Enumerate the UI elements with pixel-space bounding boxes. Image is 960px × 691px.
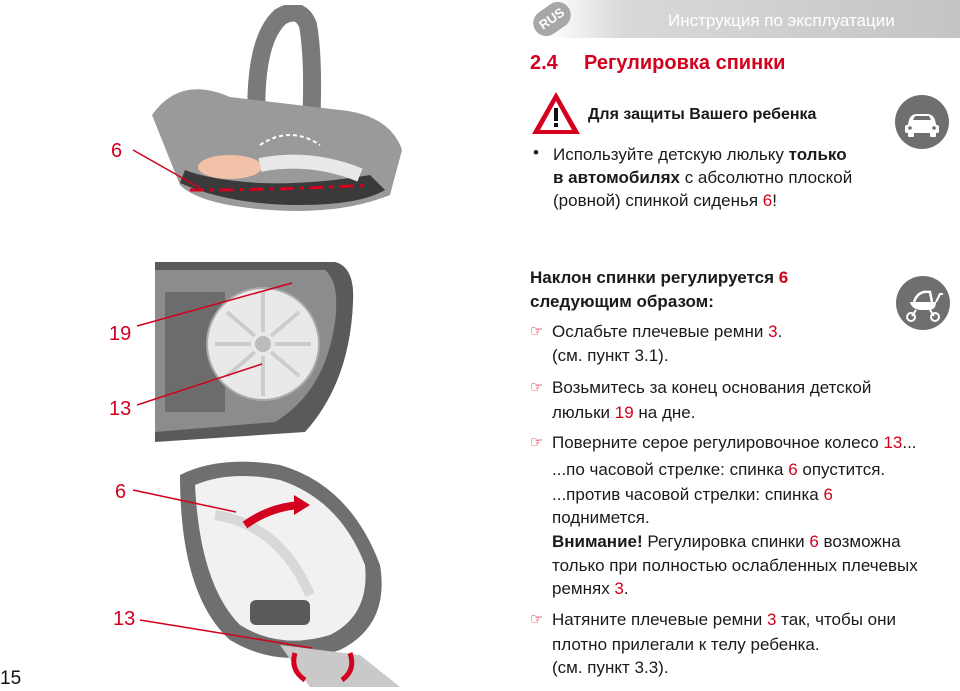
callout-6-lower: 6: [115, 481, 127, 503]
step1-line-1: Ослабьте плечевые ремни 3.: [552, 322, 783, 341]
warning-line-1: Используйте детскую люльку только: [553, 145, 847, 164]
step3-line-1: Поверните серое регулировочное колесо 13…: [552, 433, 917, 452]
step4-line-3: (см. пункт 3.3).: [552, 658, 669, 677]
warning-line-3: (ровной) спинкой сиденья 6!: [553, 191, 777, 210]
warning-title: Для защиты Вашего ребенка: [588, 106, 817, 123]
pointing-hand-icon: ☞: [530, 379, 544, 396]
callout-6-top: 6: [111, 140, 123, 162]
step3-line-4: поднимется.: [552, 508, 650, 527]
callout-leader-lines: [132, 149, 313, 649]
car-icon: [895, 95, 949, 149]
pram-icon: [896, 276, 950, 330]
note-line-2: только при полностью ослабленных плечевы…: [552, 556, 918, 575]
page-number: 15: [0, 668, 22, 689]
step3-line-3: ...против часовой стрелки: спинка 6: [552, 485, 833, 504]
step4-line-1: Натяните плечевые ремни 3 так, чтобы они: [552, 610, 897, 629]
step3-line-2: ...по часовой стрелке: спинка 6 опуститс…: [552, 460, 886, 479]
intro-line-1: Наклон спинки регулируется 6: [530, 268, 789, 287]
intro-line-2: следующим образом:: [530, 292, 714, 311]
callout-13-lower: 13: [113, 608, 136, 630]
pointing-hand-icon: ☞: [530, 434, 544, 451]
section-number: 2.4: [530, 52, 558, 74]
step2-line-1: Возьмитесь за конец основания детской: [552, 378, 872, 397]
callout-13-upper: 13: [109, 398, 132, 420]
bullet-dot-icon: •: [533, 143, 539, 162]
step4-line-2: плотно прилегали к телу ребенка.: [552, 635, 820, 654]
warning-line-2: в автомобилях с абсолютно плоской: [553, 168, 853, 187]
section-title: Регулировка спинки: [584, 52, 786, 74]
note-line-1: Внимание! Регулировка спинки 6 возможна: [552, 532, 901, 551]
pointing-hand-icon: ☞: [530, 611, 544, 628]
header-bar: [548, 0, 960, 38]
note-line-3: ремнях 3.: [552, 579, 629, 598]
warning-triangle-icon: [532, 92, 580, 134]
header-title: Инструкция по эксплуатации: [668, 11, 895, 30]
callout-19: 19: [109, 323, 132, 345]
carrier-side-illustration: [152, 5, 402, 211]
pointing-hand-icon: ☞: [530, 323, 544, 340]
step1-line-2: (см. пункт 3.1).: [552, 346, 669, 365]
step2-line-2: люльки 19 на дне.: [552, 403, 696, 422]
